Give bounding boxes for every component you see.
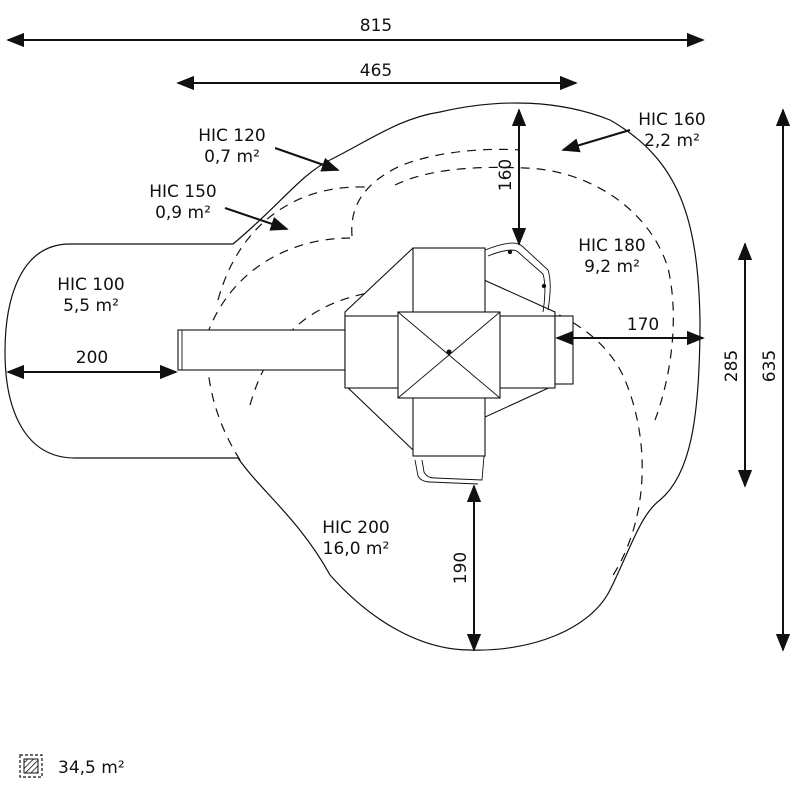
leader-hic-160	[561, 129, 631, 153]
safety-area-outline	[4, 102, 701, 651]
leader-hic-120	[274, 147, 340, 172]
hic-boundary-200	[249, 287, 643, 581]
hic-boundary-120	[351, 148, 521, 237]
leader-hic-150	[224, 207, 289, 231]
label-right-clearance: 170	[627, 315, 659, 335]
slide	[177, 329, 347, 371]
label-structure-depth: 285	[722, 350, 742, 382]
zone-hic-200-name: HIC 200	[322, 518, 390, 538]
label-total-depth: 635	[760, 350, 780, 382]
hic-boundary-160	[394, 166, 674, 421]
zone-hic-160-area: 2,2 m²	[644, 131, 700, 151]
zone-hic-180-name: HIC 180	[578, 236, 646, 256]
hic-boundary-150	[217, 186, 366, 301]
label-structure-width: 465	[360, 61, 392, 81]
zone-hic-120-area: 0,7 m²	[204, 147, 260, 167]
legend-total-area: 34,5 m²	[58, 758, 125, 778]
hic-boundary-180	[206, 237, 351, 336]
ladder-rail	[484, 242, 551, 311]
label-total-width: 815	[360, 16, 392, 36]
zone-hic-160-name: HIC 160	[638, 110, 706, 130]
zone-hic-180-area: 9,2 m²	[584, 257, 640, 277]
label-bottom-clearance: 190	[451, 552, 471, 584]
zone-hic-120-name: HIC 120	[198, 126, 266, 146]
zone-hic-100-name: HIC 100	[57, 275, 125, 295]
legend: 34,5 m²	[19, 754, 125, 778]
zone-hic-200-area: 16,0 m²	[323, 539, 390, 559]
zone-hic-150-name: HIC 150	[149, 182, 217, 202]
zone-hic-150-area: 0,9 m²	[155, 203, 211, 223]
label-left-clearance: 200	[76, 348, 108, 368]
zone-hic-100-area: 5,5 m²	[63, 296, 119, 316]
play-structure	[177, 242, 574, 485]
label-top-clearance: 160	[496, 159, 516, 191]
side-step	[554, 315, 574, 385]
bottom-rail	[414, 459, 479, 485]
hatched-area-icon	[19, 754, 43, 778]
